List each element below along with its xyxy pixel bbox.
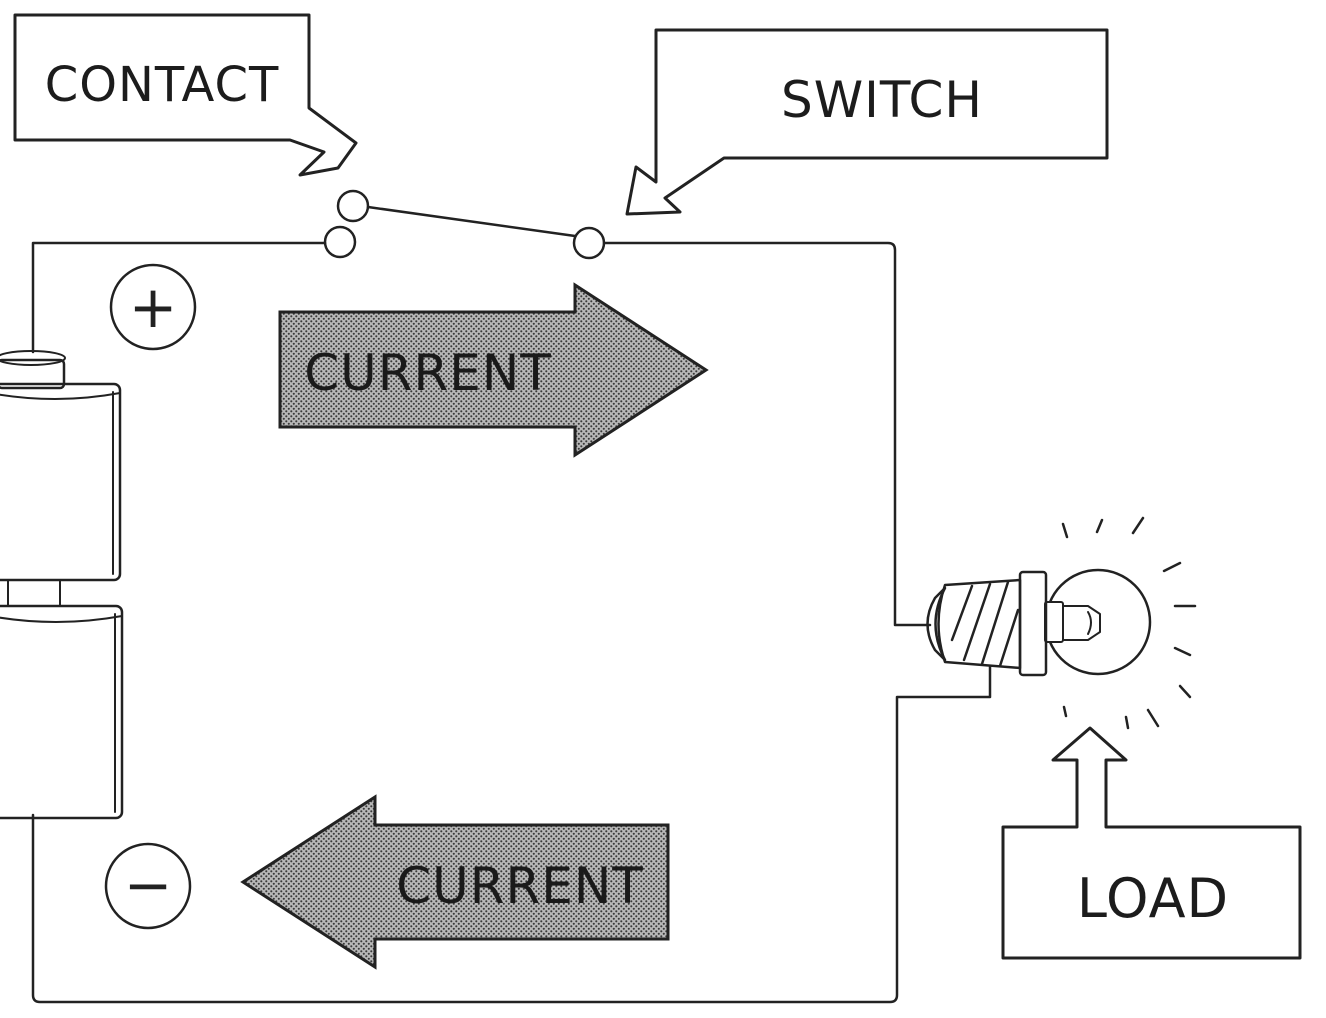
battery-positive-nub [0, 358, 66, 390]
current-arrow-top: CURRENT [278, 282, 709, 458]
current-arrow-top-label: CURRENT [304, 344, 552, 402]
contact-callout: CONTACT [13, 13, 358, 177]
battery-cell-top [0, 382, 122, 582]
battery [0, 350, 124, 820]
current-arrow-bottom-label: CURRENT [396, 857, 644, 915]
current-arrow-bottom: CURRENT [240, 794, 670, 970]
light-bulb [926, 516, 1197, 730]
contact-callout-box [13, 13, 358, 177]
glow-rays [1061, 516, 1197, 730]
switch-terminal-right [572, 226, 606, 260]
wire-top-right [602, 241, 932, 627]
bulb-collar [1018, 570, 1048, 677]
load-label: LOAD [1077, 867, 1229, 930]
negative-sign-text: − [124, 851, 173, 919]
battery-cell-bottom [0, 604, 124, 820]
negative-terminal-sign: − [104, 842, 192, 930]
positive-sign-text: + [129, 273, 178, 341]
switch-terminal-left [323, 225, 357, 259]
switch-pivot [336, 189, 370, 223]
switch-label: SWITCH [781, 71, 983, 129]
circuit-wires [31, 241, 992, 1004]
bulb-filament [1044, 601, 1101, 643]
load-callout-box [1001, 726, 1302, 960]
switch [323, 189, 606, 260]
bulb-screw-base [937, 578, 1022, 670]
switch-lever [366, 205, 577, 238]
wire-bottom [31, 665, 992, 1004]
contact-label: CONTACT [45, 57, 280, 113]
load-callout: LOAD [1001, 726, 1302, 960]
switch-callout: SWITCH [625, 28, 1109, 216]
positive-terminal-sign: + [109, 263, 197, 351]
switch-callout-box [625, 28, 1109, 216]
wire-top-left [31, 241, 327, 354]
